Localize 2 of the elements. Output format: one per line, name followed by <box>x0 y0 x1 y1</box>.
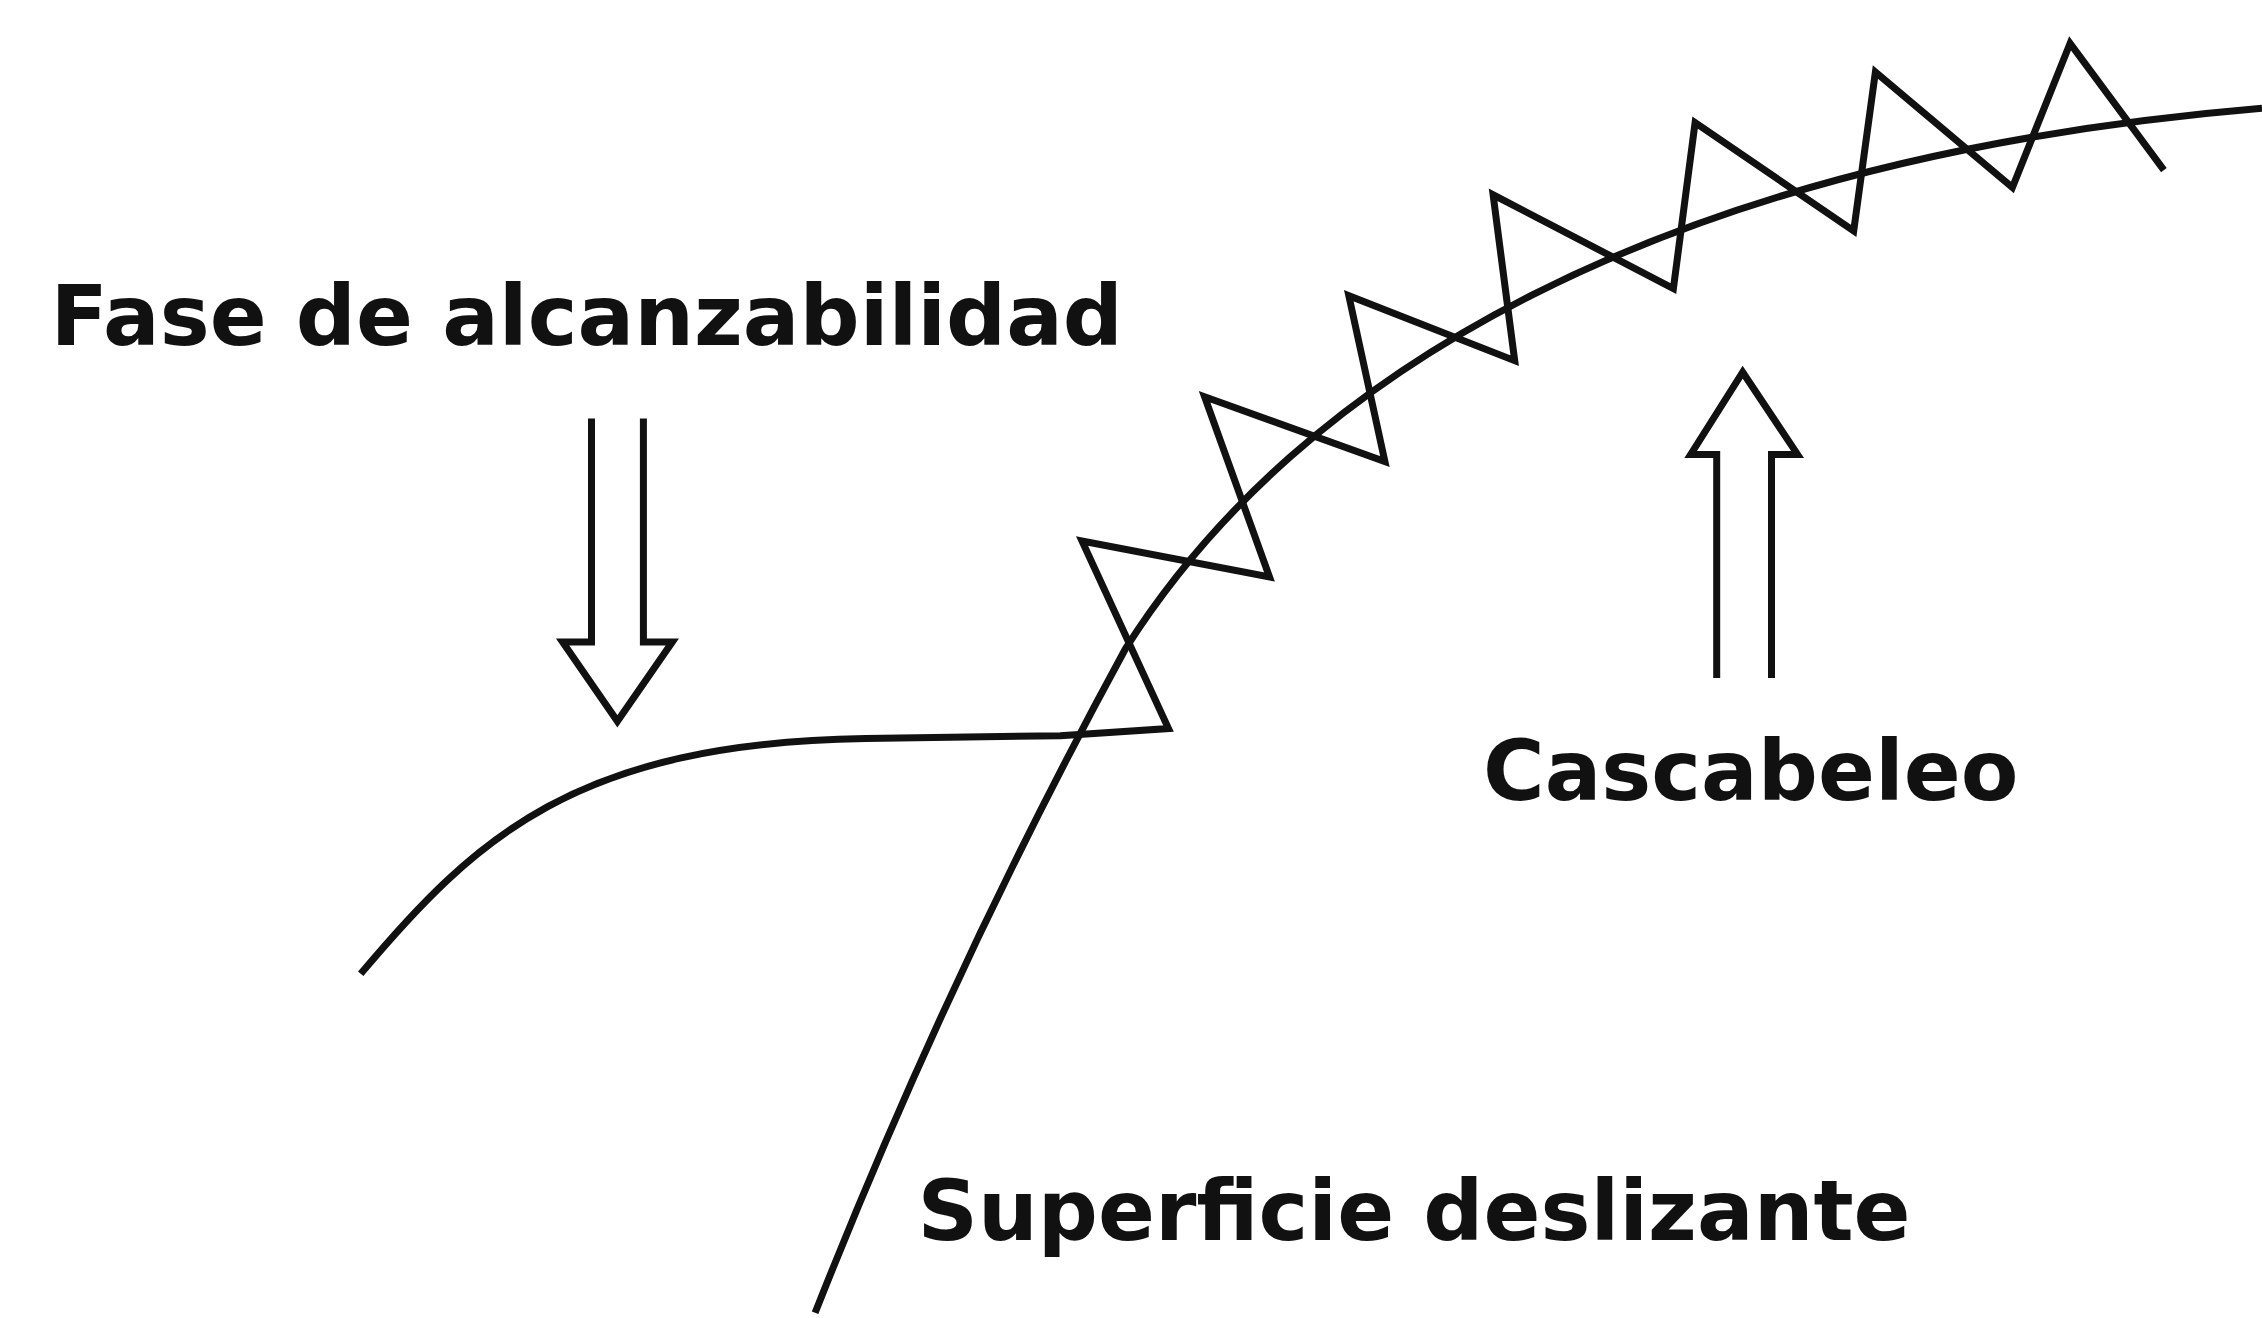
phase-label: Fase de alcanzabilidad <box>50 274 1123 359</box>
phase-label: Cascabeleo <box>1483 728 2019 813</box>
